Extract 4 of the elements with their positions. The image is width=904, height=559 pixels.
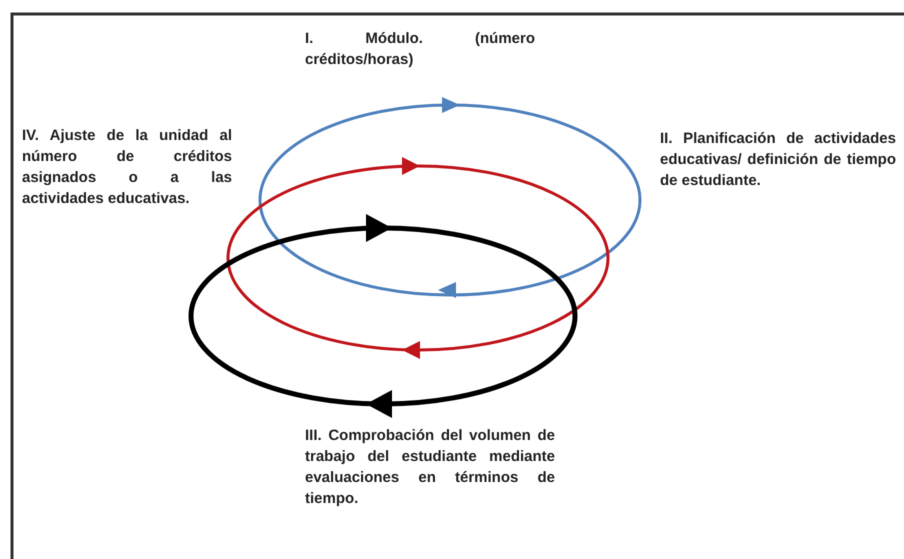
step-label: III. Comprobación del volumen de trabajo del estudiante mediante evaluaciones en términos de tiempo. [305,426,555,509]
step-label: I. Módulo. (número créditos/horas) [305,29,535,70]
step-label: II. Planificación de actividades educativas/ definición de tiempo de estudiante. [660,129,896,191]
step-label: IV. Ajuste de la unidad al número de créditos asignados o a las actividades educativas. [22,126,232,209]
